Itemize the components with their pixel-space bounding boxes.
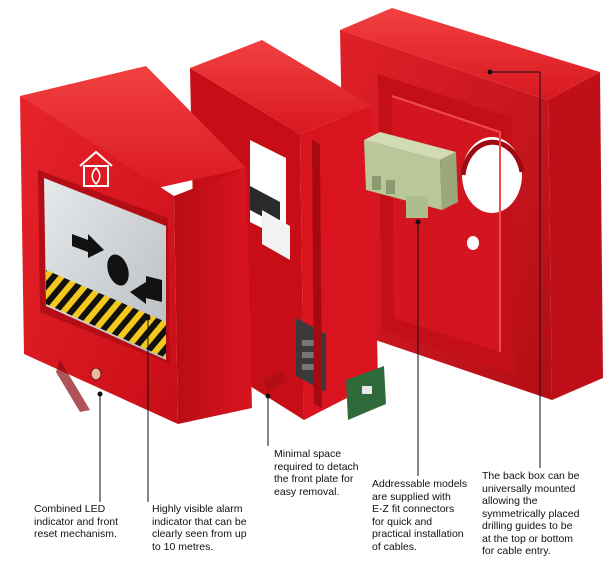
leader-dot-backbox [487, 69, 493, 75]
caption-ez-fit: Addressable models are supplied with E-Z… [372, 478, 468, 553]
terminal-screw [302, 364, 320, 370]
front-cover-side [174, 168, 252, 424]
ez-fit-connector [364, 132, 458, 218]
caption-led-reset: Combined LED indicator and front reset m… [34, 503, 119, 540]
middle-chassis [190, 40, 386, 420]
connector-body [364, 140, 442, 210]
caption-alarm-indicator: Highly visible alarm indicator that can … [152, 503, 247, 553]
back-box [340, 8, 603, 400]
hazard-stripe [46, 270, 166, 358]
caption-back-box: The back box can be universally mounted … [482, 470, 580, 557]
arrow-left-icon [130, 276, 162, 304]
leader-dot-led [97, 391, 103, 397]
chassis-rail [312, 140, 322, 408]
leader-dot-ez [415, 219, 421, 225]
chassis-window-2 [262, 210, 290, 260]
terminal-screw [302, 340, 320, 346]
cable-entry-hole-rim [460, 139, 525, 176]
detach-tab [262, 370, 288, 392]
leader-dot-alarm [145, 315, 151, 321]
arrow-right-icon [72, 234, 104, 258]
connector-pin [386, 180, 395, 194]
connector-pin [372, 176, 381, 190]
press-point-ellipse [107, 254, 129, 286]
connector-side [440, 152, 458, 210]
back-box-inner-floor [392, 96, 500, 352]
front-cover [20, 66, 252, 424]
leader-dot-detach [265, 393, 271, 399]
leader-lines [97, 69, 541, 502]
mounting-hole [467, 236, 479, 250]
terminal-screw [302, 352, 320, 358]
connector-top [364, 132, 456, 160]
back-box-top [340, 8, 600, 100]
back-box-lip [391, 95, 501, 352]
pcb-chip [362, 386, 372, 394]
connector-plug [406, 196, 428, 218]
back-box-front-wall [548, 72, 603, 400]
front-cover-shadow [56, 360, 90, 412]
house-fire-icon [79, 150, 113, 187]
chassis-top [190, 40, 372, 134]
front-cover-top [20, 66, 246, 196]
caption-detach: Minimal space required to detach the fro… [274, 448, 359, 498]
led-indicator [90, 367, 102, 381]
cable-entry-hole [462, 137, 522, 213]
